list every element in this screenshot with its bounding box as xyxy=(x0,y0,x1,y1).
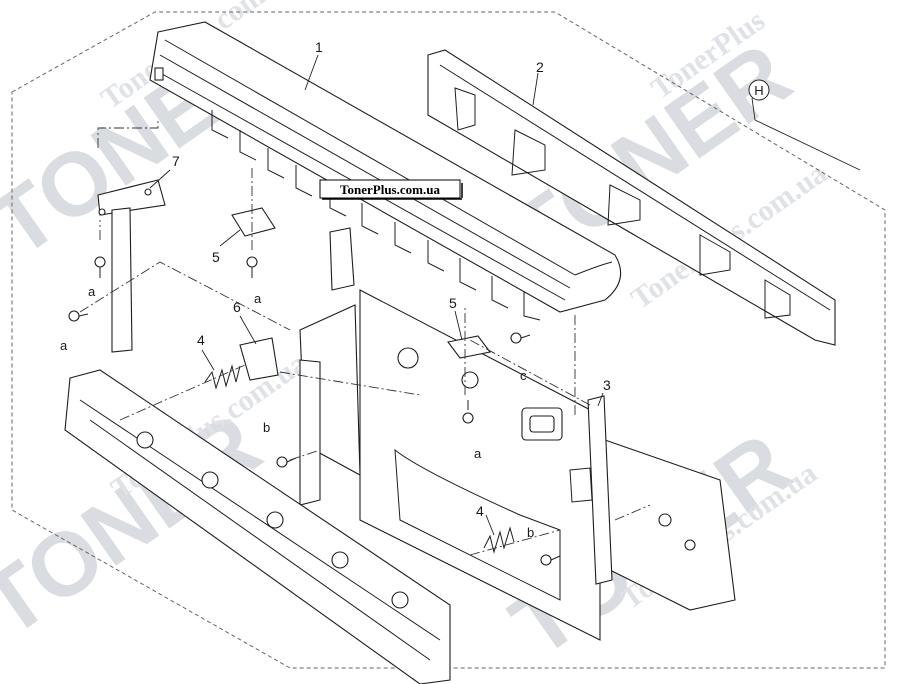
alignment-lines xyxy=(79,120,651,556)
callout-h-circle xyxy=(748,79,770,101)
screw-icon xyxy=(246,256,258,278)
callout-part-7: 7 xyxy=(172,153,180,169)
screw-icon xyxy=(276,456,297,468)
callout-part-4: 4 xyxy=(476,503,484,519)
screw-icon xyxy=(462,400,474,424)
callout-screw-a: a xyxy=(254,291,262,306)
callout-part-6: 6 xyxy=(233,299,241,315)
callout-screw-a: a xyxy=(88,284,96,299)
callout-screw-c: c xyxy=(520,368,527,383)
callout-part-5: 5 xyxy=(212,249,220,265)
callout-part-5: 5 xyxy=(449,295,457,311)
part-2-guide-rail xyxy=(427,49,836,346)
part-1-top-cover xyxy=(149,21,622,321)
roller-assembly xyxy=(64,369,451,684)
callout-part-3: 3 xyxy=(603,377,611,393)
watermark-banner: TonerPlus.com.ua xyxy=(319,179,463,200)
callout-screw-a: a xyxy=(60,338,68,353)
leader-lines xyxy=(149,54,861,536)
callout-part-4: 4 xyxy=(197,332,205,348)
screw-icon xyxy=(68,310,89,322)
part-4-spring-upper xyxy=(204,364,241,390)
callout-part-1: 1 xyxy=(315,39,323,55)
part-5-clip-right xyxy=(447,335,491,359)
assembly-boundary xyxy=(11,11,886,669)
main-frame-plate xyxy=(359,289,601,641)
part-4-spring-lower xyxy=(483,526,515,554)
right-side-frame xyxy=(604,439,736,611)
callout-screw-b: b xyxy=(263,420,270,435)
part-7-left-bracket xyxy=(97,179,166,353)
part-3-bracket xyxy=(569,395,613,585)
callout-labels: 1 2 3 4 4 5 5 6 7 H a a a a b b c xyxy=(60,39,770,540)
banner-text: TonerPlus.com.ua xyxy=(340,182,440,197)
screw-icon xyxy=(94,256,106,278)
part-6-bracket-plate xyxy=(239,227,361,506)
callout-part-2: 2 xyxy=(536,59,544,75)
callout-screw-a: a xyxy=(474,446,482,461)
screw-icon xyxy=(540,554,561,566)
callout-h: H xyxy=(754,83,763,98)
screw-icon xyxy=(510,332,531,344)
callout-screw-b: b xyxy=(527,525,534,540)
